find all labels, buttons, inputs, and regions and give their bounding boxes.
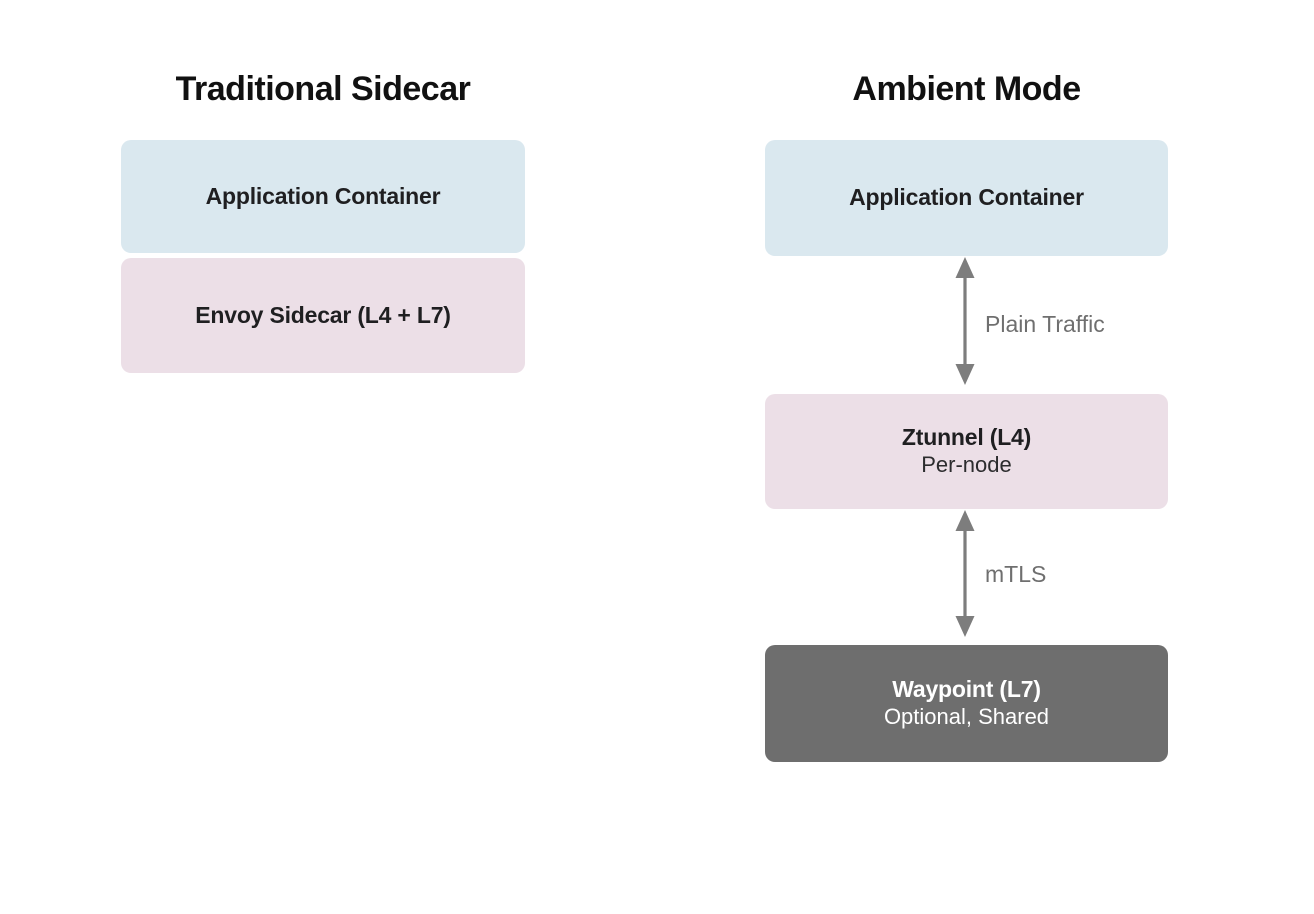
arrow-label-mtls: mTLS xyxy=(985,561,1047,587)
box-subtitle: Optional, Shared xyxy=(883,704,1050,730)
column-title-traditional-sidecar: Traditional Sidecar xyxy=(175,70,471,108)
box-envoy-sidecar: Envoy Sidecar (L4 + L7) xyxy=(121,258,525,373)
column-title-ambient-mode: Ambient Mode xyxy=(852,70,1081,108)
box-title: Ztunnel (L4) xyxy=(901,424,1032,451)
box-application-container-right: Application Container xyxy=(765,140,1168,256)
box-subtitle: Per-node xyxy=(921,452,1012,478)
box-application-container-left: Application Container xyxy=(121,140,525,253)
box-ztunnel: Ztunnel (L4) Per-node xyxy=(765,394,1168,509)
box-title: Envoy Sidecar (L4 + L7) xyxy=(195,301,451,328)
arrow-label-plain-traffic: Plain Traffic xyxy=(985,311,1105,337)
box-title: Application Container xyxy=(849,184,1084,211)
double-headed-arrow-icon-plain-traffic xyxy=(955,257,975,385)
box-title: Waypoint (L7) xyxy=(892,676,1041,703)
double-headed-arrow-icon-mtls xyxy=(955,510,975,637)
box-waypoint: Waypoint (L7) Optional, Shared xyxy=(765,645,1168,762)
box-title: Application Container xyxy=(205,182,441,209)
